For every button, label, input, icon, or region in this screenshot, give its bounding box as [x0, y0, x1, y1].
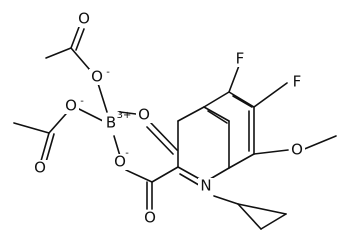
- label-bg-o-methoxy: [289, 142, 305, 158]
- bond-left-acetate-methyl: [13, 122, 50, 134]
- bond-left-acetate-carbonyl-1: [40, 132, 50, 162]
- bond-ring-top-left: [177, 106, 205, 122]
- bond-benzo-top-right: [228, 91, 255, 108]
- label-bg-o-acetate-top: [89, 69, 105, 85]
- label-bg-o-carboxylate: [112, 154, 128, 170]
- atom-label-f-top: F: [236, 50, 245, 68]
- atom-label-o-carboxylate: O: [114, 153, 126, 171]
- atom-label-o-keto: O: [138, 106, 150, 124]
- atom-label-o-carbonyl-carboxyl: O: [144, 209, 156, 227]
- bond-to-methoxy-oxygen: [253, 149, 289, 155]
- atom-label-o-acetate-left-charge: -: [80, 96, 84, 107]
- bond-boron-to-keto-oxygen: [119, 111, 137, 115]
- bond-carboxyl-carbon-to-ring: [151, 166, 179, 183]
- bond-ring-top-right: [203, 106, 230, 122]
- bond-top-acetate-methyl: [45, 47, 72, 59]
- label-bg-n-ring: [198, 178, 214, 194]
- bond-top-acetate-carbonyl-2: [75, 28, 85, 51]
- bond-keto-oxygen-to-ring-carbon: [150, 122, 178, 151]
- bond-top-acetate-carbonyl-1: [70, 26, 80, 49]
- bond-cyclopropyl-top: [237, 203, 287, 215]
- label-bg-o-carbonyl-left-acetate: [32, 160, 48, 176]
- atom-label-o-carbonyl-top-acetate: O: [78, 10, 90, 28]
- bond-boron-to-carboxylate-oxygen: [113, 135, 121, 157]
- bond-cyclopropyl-left: [237, 203, 262, 230]
- atom-label-layer: F F O N O B 3+ O - O - O - O O: [32, 10, 305, 227]
- label-bg-o-acetate-left: [63, 98, 79, 114]
- label-bg-b-center: [102, 114, 120, 132]
- label-bg-o-keto: [136, 107, 152, 123]
- bond-benzo-double-top: [232, 95, 253, 108]
- atom-label-o-acetate-top-charge: -: [106, 67, 110, 78]
- atom-label-o-acetate-left: O: [65, 97, 77, 115]
- atom-label-f-right: F: [293, 73, 302, 91]
- label-bg-o-carbonyl-top-acetate: [76, 11, 92, 27]
- bond-cyclopropyl-bottom: [260, 213, 287, 230]
- atom-label-o-carbonyl-left-acetate: O: [34, 159, 46, 177]
- bond-nitrogen-to-cyclopropyl: [213, 195, 239, 205]
- atom-label-o-methoxy: O: [291, 141, 303, 159]
- bond-benzo-double-left: [207, 110, 228, 124]
- label-bg-f-top: [232, 51, 248, 67]
- bond-layer: [13, 26, 337, 230]
- bond-benzo-link-top: [203, 91, 230, 108]
- atom-label-o-acetate-top: O: [91, 68, 103, 86]
- label-bg-o-carbonyl-carboxyl: [142, 210, 158, 226]
- bond-benzo-bottom-left: [228, 153, 255, 169]
- bond-keto-oxygen-double: [146, 126, 174, 155]
- bond-carboxylate-oxygen-to-carbon: [125, 169, 153, 183]
- atom-label-o-carboxylate-charge: -: [125, 148, 129, 159]
- atom-label-n-ring: N: [200, 177, 211, 195]
- bond-to-fluorine-right: [253, 82, 288, 108]
- atom-label-b-center: B: [106, 114, 116, 132]
- bond-left-acetate-carbonyl-2: [45, 133, 55, 163]
- label-bg-f-right: [289, 74, 305, 90]
- atom-label-b-charge: 3+: [117, 110, 132, 121]
- bond-methoxy-methyl: [301, 135, 337, 151]
- bond-to-fluorine-top: [228, 62, 241, 93]
